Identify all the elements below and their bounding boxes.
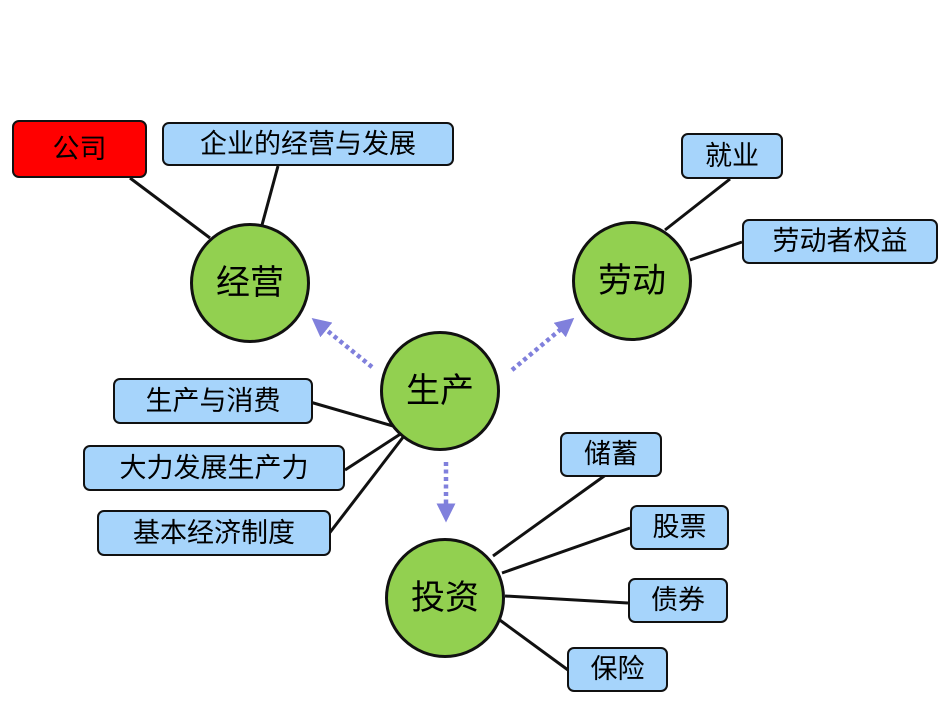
connector-enterprise xyxy=(260,165,280,226)
arrow-to-labor xyxy=(510,317,575,372)
node-labor: 劳动 xyxy=(572,221,692,341)
connector-employment xyxy=(664,177,731,232)
box-employment: 就业 xyxy=(681,133,783,179)
arrow-to-management xyxy=(311,318,374,369)
box-productivity: 大力发展生产力 xyxy=(83,445,345,491)
box-labor-rights: 劳动者权益 xyxy=(742,219,938,264)
connector-production-consumption xyxy=(309,400,401,430)
connector-labor-rights xyxy=(689,240,743,262)
connector-stocks xyxy=(501,526,631,575)
connector-bonds xyxy=(504,594,629,605)
connector-insurance xyxy=(496,616,569,672)
box-enterprise-development: 企业的经营与发展 xyxy=(162,122,454,166)
node-production: 生产 xyxy=(380,331,500,451)
box-bonds: 债券 xyxy=(628,578,728,623)
connector-productivity xyxy=(344,431,403,472)
node-management: 经营 xyxy=(190,223,310,343)
connector-economic-system xyxy=(326,435,406,536)
box-insurance: 保险 xyxy=(567,647,668,692)
box-savings: 储蓄 xyxy=(560,432,662,477)
box-stocks: 股票 xyxy=(630,505,729,550)
box-company: 公司 xyxy=(12,120,147,178)
box-production-consumption: 生产与消费 xyxy=(113,378,313,424)
box-economic-system: 基本经济制度 xyxy=(97,510,331,556)
node-investment: 投资 xyxy=(385,538,505,658)
connector-company xyxy=(129,176,211,240)
connector-savings xyxy=(492,472,608,558)
